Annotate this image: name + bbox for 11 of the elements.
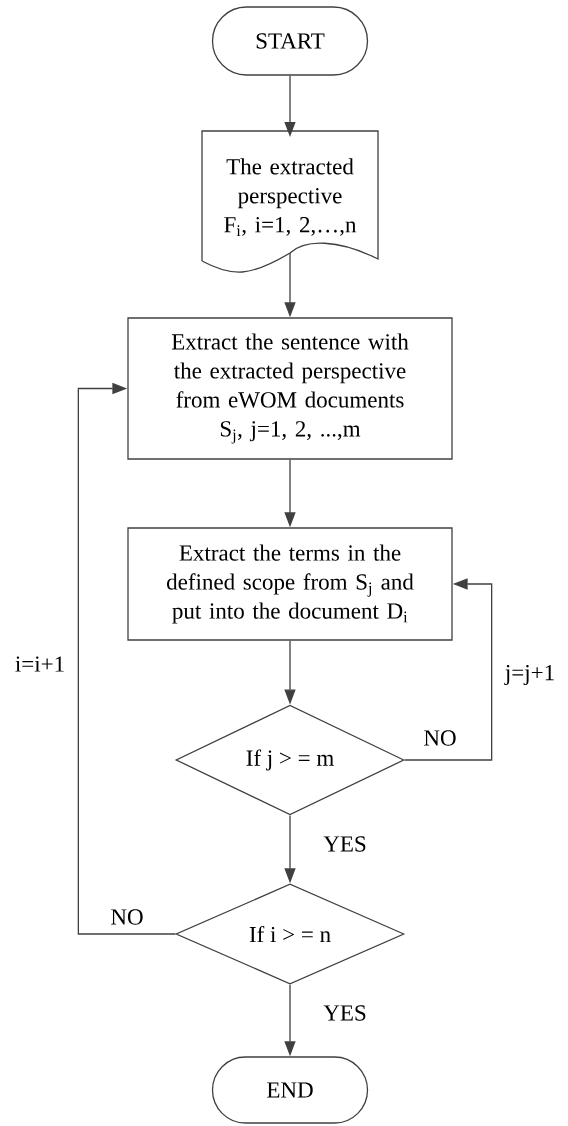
edge-label: NO	[109, 908, 145, 926]
document-shape: The extracted perspective F$_{i}$, i=1, 2,…,n	[201, 130, 379, 273]
arrow	[77, 382, 176, 935]
edge-label: NO	[422, 729, 458, 747]
edge-label: YES	[322, 1004, 368, 1022]
loop-label: i=i+1	[15, 656, 64, 672]
arrow	[404, 578, 493, 761]
process-box: Extract the sentence with the extracted perspective from eWOM documents S$_{j}$, j=1, 2, ...,m	[127, 317, 453, 460]
process-box: Extract the terms in the defined scope from S$_{j}$ and put into the document D$_{i}$	[127, 527, 453, 641]
loop-label: j=j+1	[504, 664, 554, 686]
edge-label: YES	[322, 835, 368, 853]
